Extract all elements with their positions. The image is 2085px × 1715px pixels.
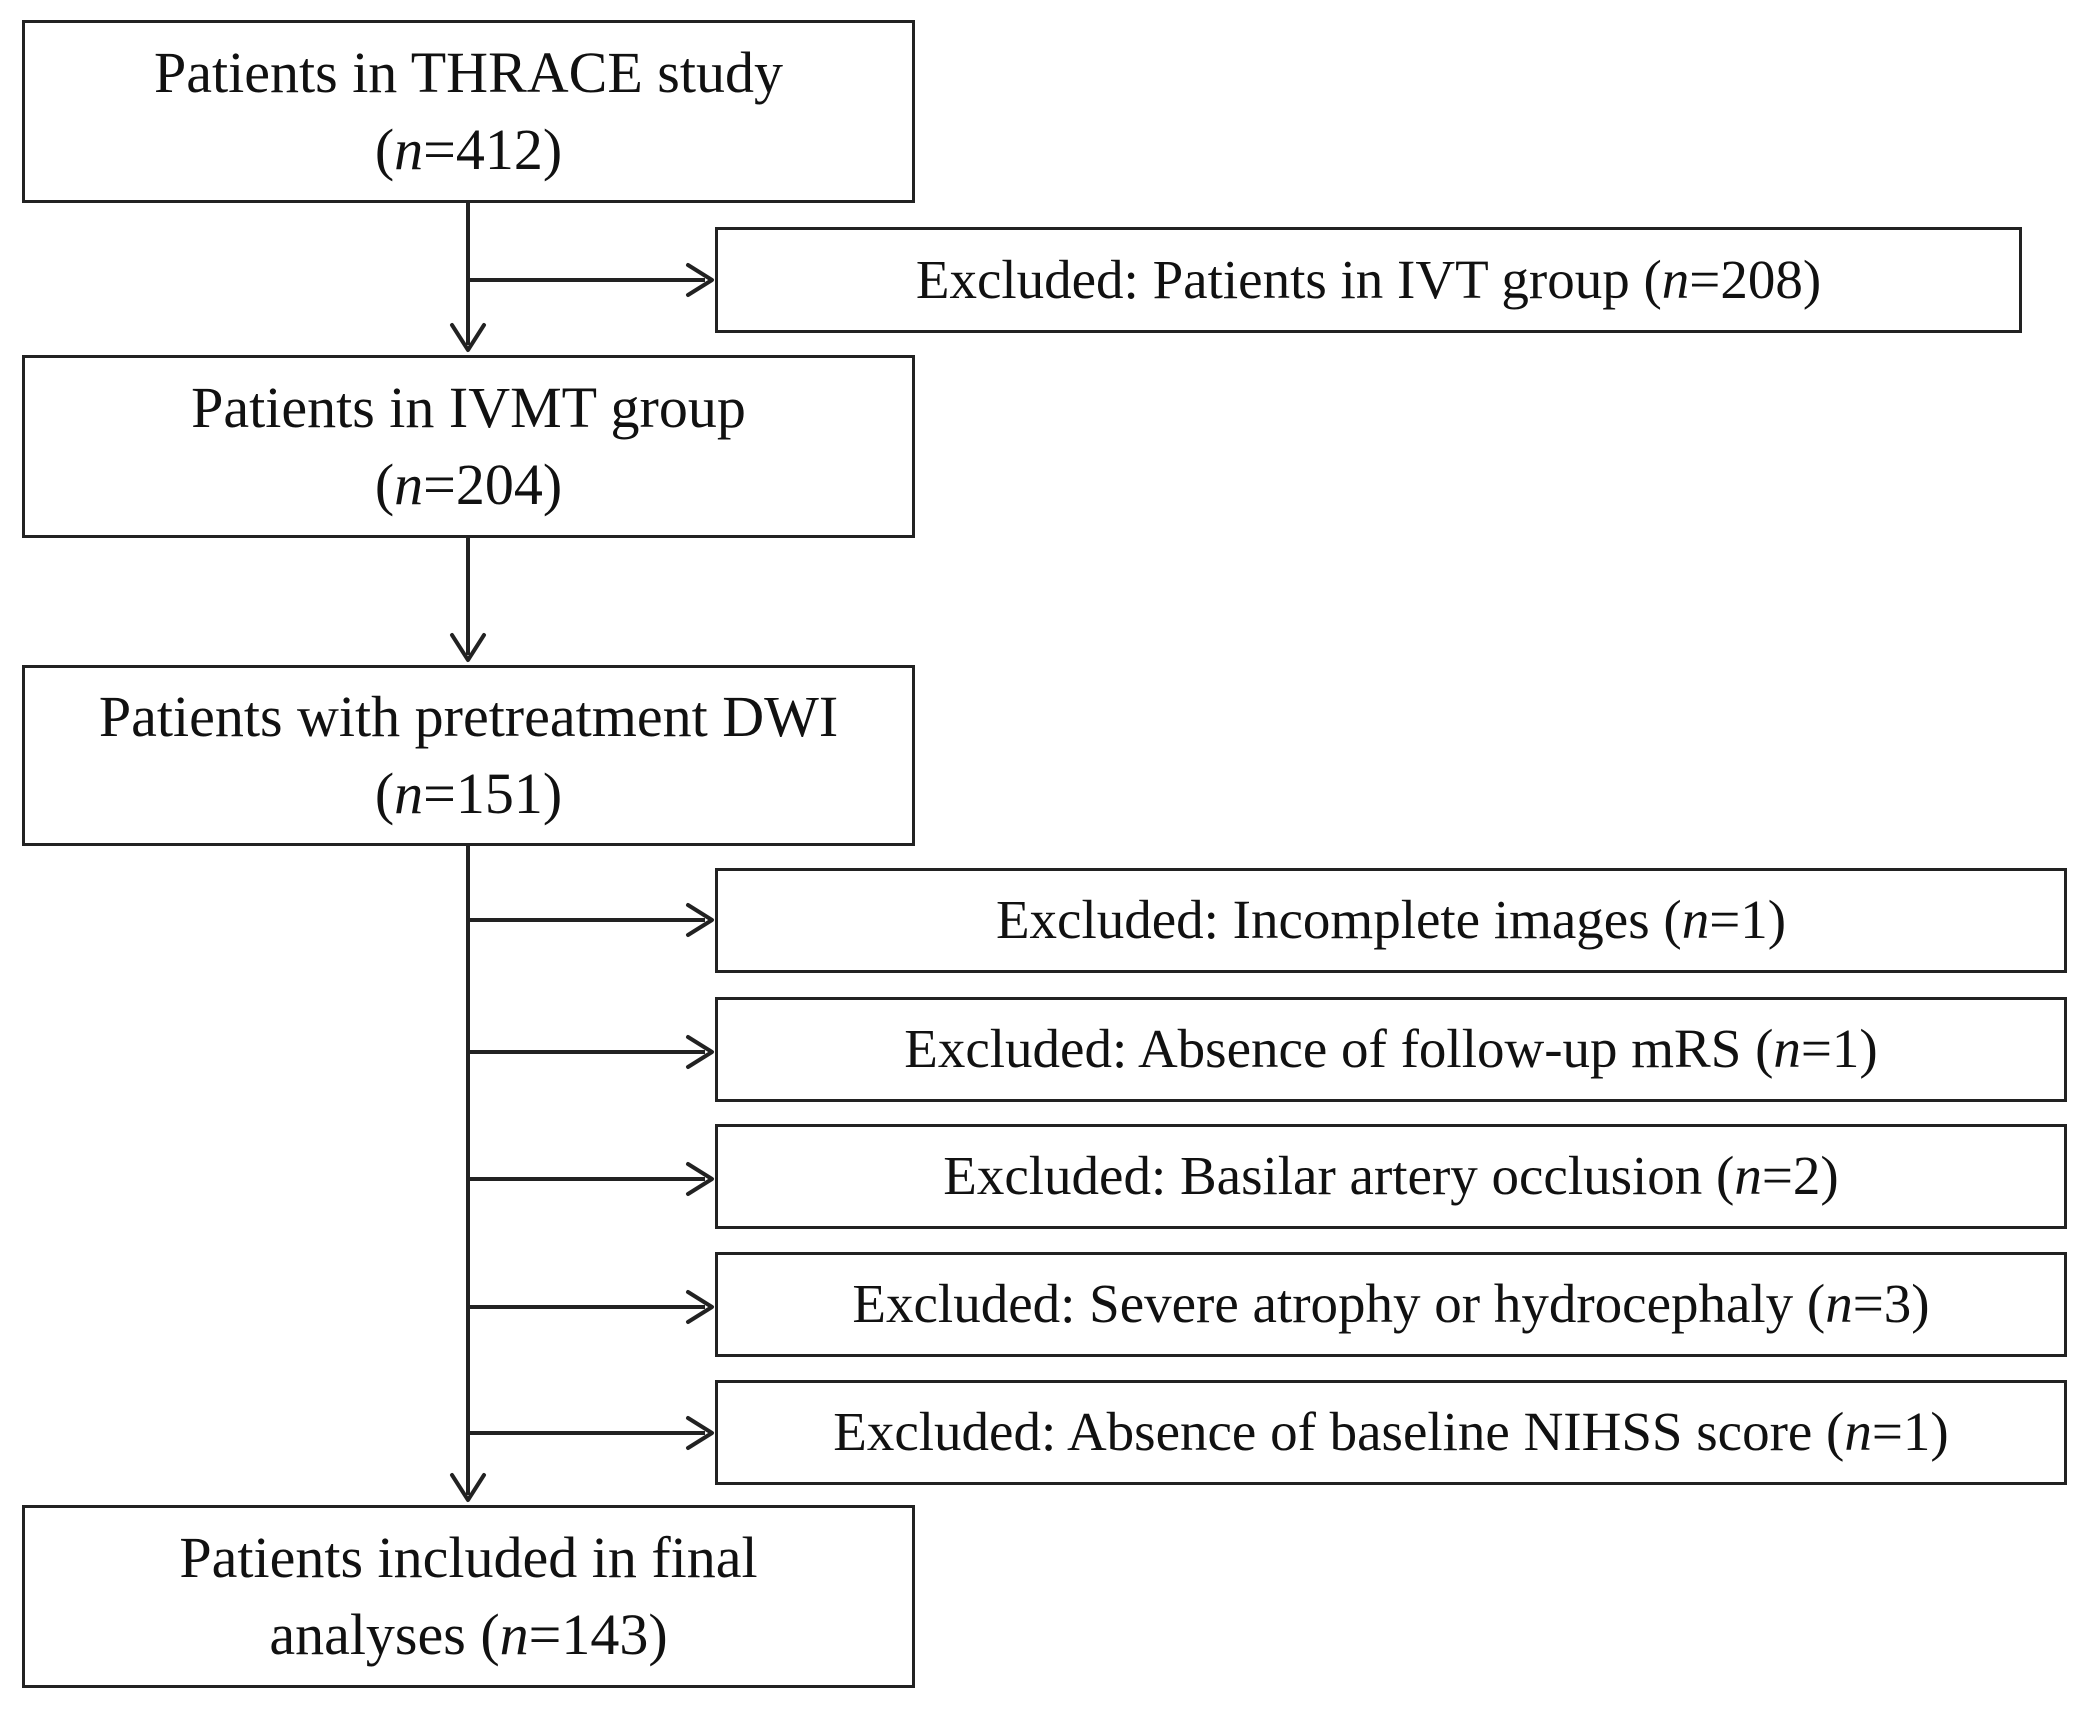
arrowhead-down-ivmt: [450, 323, 486, 352]
box-final-label: Patients included in final: [179, 1524, 758, 1590]
arrowhead-right-ivt: [686, 263, 714, 297]
excluded-incomplete-box: Excluded: Incomplete images (n=1): [715, 868, 2067, 973]
box-final-count: analyses (n=143): [269, 1601, 668, 1667]
excluded-basilar-text: Excluded: Basilar artery occlusion (n=2): [943, 1145, 1839, 1207]
box-dwi-count: (n=151): [374, 760, 563, 826]
excluded-atrophy-box: Excluded: Severe atrophy or hydrocephaly…: [715, 1252, 2067, 1357]
excluded-nihss-box: Excluded: Absence of baseline NIHSS scor…: [715, 1380, 2067, 1485]
excluded-ivt-box: Excluded: Patients in IVT group (n=208): [715, 227, 2022, 333]
excluded-basilar-box: Excluded: Basilar artery occlusion (n=2): [715, 1124, 2067, 1229]
arrowhead-down-final: [450, 1473, 486, 1502]
excluded-atrophy-text: Excluded: Severe atrophy or hydrocephaly…: [852, 1273, 1930, 1335]
excluded-incomplete-text: Excluded: Incomplete images (n=1): [995, 889, 1787, 951]
box-thrace-label: Patients in THRACE study: [154, 39, 783, 105]
box-final-analyses: Patients included in final analyses (n=1…: [22, 1505, 915, 1688]
box-thrace-study: Patients in THRACE study (n=412): [22, 20, 915, 203]
box-ivmt-label: Patients in IVMT group: [191, 374, 746, 440]
arrowhead-right-basilar: [686, 1162, 714, 1196]
box-pretreatment-dwi: Patients with pretreatment DWI (n=151): [22, 665, 915, 846]
arrowhead-right-mrs: [686, 1035, 714, 1069]
excluded-mrs-text: Excluded: Absence of follow-up mRS (n=1): [904, 1018, 1878, 1080]
box-dwi-label: Patients with pretreatment DWI: [98, 683, 839, 749]
arrowhead-right-atrophy: [686, 1290, 714, 1324]
excluded-mrs-box: Excluded: Absence of follow-up mRS (n=1): [715, 997, 2067, 1102]
box-ivmt-group: Patients in IVMT group (n=204): [22, 355, 915, 538]
arrowhead-right-nihss: [686, 1416, 714, 1450]
box-thrace-count: (n=412): [374, 116, 563, 182]
excluded-ivt-text: Excluded: Patients in IVT group (n=208): [915, 248, 1822, 310]
box-ivmt-count: (n=204): [374, 451, 563, 517]
arrowhead-right-incomplete: [686, 903, 714, 937]
excluded-nihss-text: Excluded: Absence of baseline NIHSS scor…: [833, 1401, 1949, 1463]
arrowhead-down-dwi: [450, 633, 486, 662]
